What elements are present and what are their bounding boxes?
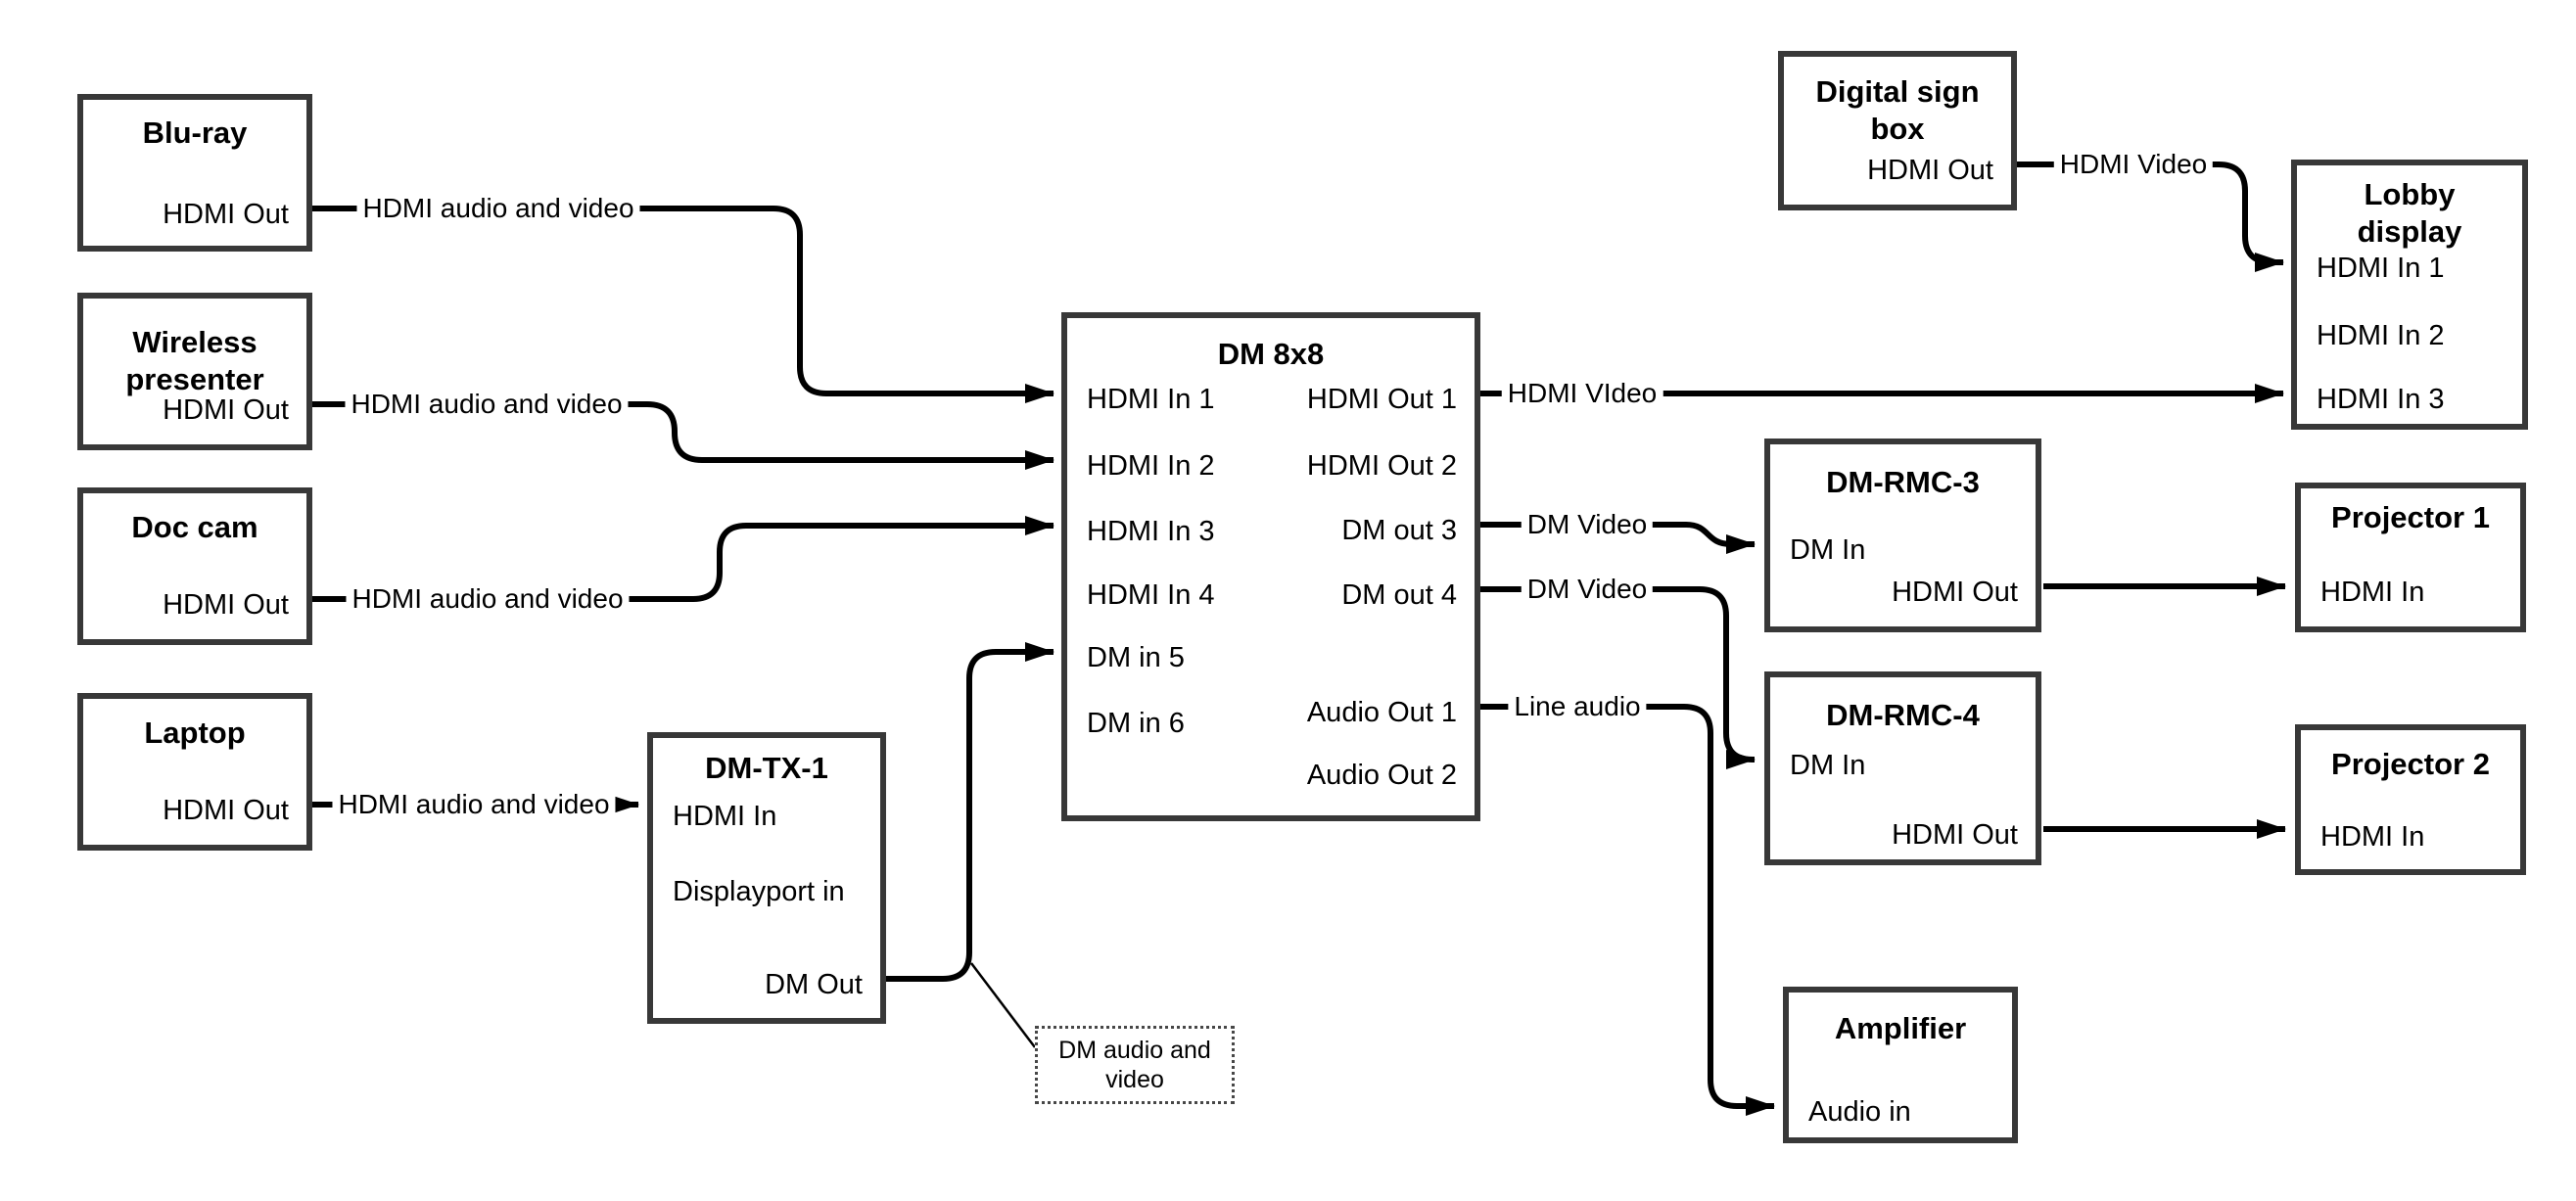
- node-title: Amplifier: [1834, 1011, 1967, 1045]
- port-audio-out-2: Audio Out 2: [1306, 760, 1457, 791]
- wire-wireless-to-dm8x8-in2: [615, 401, 1054, 470]
- port-hdmi-in: HDMI In: [2320, 577, 2425, 608]
- node-dm-rmc-4[interactable]: DM-RMC-4 DM In HDMI Out: [1764, 671, 2041, 865]
- port-dm-out: DM Out: [765, 969, 863, 1000]
- edge-label-line-audio: Line audio: [1508, 691, 1647, 722]
- wire-signbox-to-lobby-in1: [2205, 162, 2284, 272]
- node-title: DM 8x8: [1217, 337, 1325, 371]
- port-dm-in: DM In: [1790, 534, 1866, 566]
- port-dm-in-6: DM in 6: [1087, 708, 1185, 739]
- node-bluray[interactable]: Blu-ray HDMI Out: [77, 94, 312, 252]
- port-hdmi-out: HDMI Out: [163, 589, 289, 621]
- port-audio-in: Audio in: [1808, 1096, 1911, 1128]
- port-hdmi-in-3: HDMI In 3: [2317, 384, 2445, 415]
- node-title: Digital sign box: [1815, 74, 1980, 146]
- port-hdmi-out: HDMI Out: [1892, 577, 2018, 608]
- dm-av-callout-text: DM audio and video: [1058, 1037, 1211, 1093]
- edge-label-hdmi-video-sign: HDMI Video: [2053, 149, 2214, 180]
- wire-bluray-to-dm8x8-in1: [627, 206, 1054, 403]
- port-dm-in-5: DM in 5: [1087, 642, 1185, 673]
- node-digital-sign-box[interactable]: Digital sign box HDMI Out: [1778, 51, 2017, 210]
- port-dm-in: DM In: [1790, 750, 1866, 781]
- port-hdmi-out: HDMI Out: [163, 795, 289, 826]
- port-hdmi-in-2: HDMI In 2: [1087, 450, 1215, 482]
- port-hdmi-in-4: HDMI In 4: [1087, 579, 1215, 611]
- edge-label-dm-video-out3: DM Video: [1521, 509, 1654, 540]
- node-projector-2[interactable]: Projector 2 HDMI In: [2295, 724, 2526, 875]
- port-hdmi-out: HDMI Out: [163, 394, 289, 426]
- node-dm-rmc-3[interactable]: DM-RMC-3 DM In HDMI Out: [1764, 439, 2041, 632]
- node-doc-cam[interactable]: Doc cam HDMI Out: [77, 487, 312, 645]
- node-wireless-presenter[interactable]: Wireless presenter HDMI Out: [77, 293, 312, 450]
- port-hdmi-in: HDMI In: [673, 801, 777, 832]
- callout-leader-line: [970, 962, 1036, 1048]
- port-hdmi-out: HDMI Out: [163, 199, 289, 230]
- dm-av-callout-box[interactable]: DM audio and video: [1035, 1026, 1235, 1104]
- node-title: Laptop: [144, 716, 246, 750]
- edge-label-hdmi-av-wireless: HDMI audio and video: [345, 389, 629, 420]
- port-audio-out-1: Audio Out 1: [1306, 697, 1457, 728]
- node-dm-8x8[interactable]: DM 8x8 HDMI In 1 HDMI In 2 HDMI In 3 HDM…: [1061, 312, 1480, 821]
- port-hdmi-in: HDMI In: [2320, 821, 2425, 853]
- wire-out3-to-rmc3: [1645, 522, 1756, 554]
- node-title: Doc cam: [131, 510, 258, 544]
- node-title: Blu-ray: [142, 115, 248, 150]
- port-displayport-in: Displayport in: [673, 876, 845, 907]
- wire-audio1-to-amp: [1638, 704, 1775, 1116]
- port-hdmi-out-2: HDMI Out 2: [1306, 450, 1457, 482]
- node-title: Wireless presenter: [125, 325, 264, 396]
- edge-label-hdmi-av-doccam: HDMI audio and video: [346, 583, 630, 615]
- node-dm-tx-1[interactable]: DM-TX-1 HDMI In Displayport in DM Out: [647, 732, 886, 1024]
- port-hdmi-out-1: HDMI Out 1: [1306, 384, 1457, 415]
- edge-label-hdmi-video-out1: HDMI VIdeo: [1501, 378, 1663, 409]
- port-hdmi-out: HDMI Out: [1867, 155, 1993, 186]
- node-lobby-display[interactable]: Lobby display HDMI In 1 HDMI In 2 HDMI I…: [2291, 160, 2528, 430]
- node-title: Projector 2: [2331, 747, 2490, 781]
- edge-label-hdmi-av-bluray: HDMI audio and video: [356, 193, 640, 224]
- port-hdmi-in-1: HDMI In 1: [1087, 384, 1215, 415]
- node-laptop[interactable]: Laptop HDMI Out: [77, 693, 312, 851]
- node-amplifier[interactable]: Amplifier Audio in: [1783, 987, 2018, 1143]
- wire-out4-to-rmc4: [1645, 586, 1756, 769]
- port-hdmi-in-1: HDMI In 1: [2317, 253, 2445, 284]
- port-dm-out-4: DM out 4: [1341, 579, 1457, 611]
- node-title: Lobby display: [2357, 177, 2462, 249]
- node-title: Projector 1: [2331, 500, 2490, 534]
- edge-label-hdmi-av-laptop: HDMI audio and video: [332, 789, 616, 820]
- node-title: DM-RMC-4: [1826, 698, 1980, 732]
- port-hdmi-in-2: HDMI In 2: [2317, 320, 2445, 351]
- edge-label-dm-video-out4: DM Video: [1521, 574, 1654, 605]
- node-projector-1[interactable]: Projector 1 HDMI In: [2295, 483, 2526, 632]
- node-title: DM-TX-1: [705, 751, 828, 785]
- port-hdmi-out: HDMI Out: [1892, 819, 2018, 851]
- wire-doccam-to-dm8x8-in3: [616, 516, 1054, 602]
- wire-dmtx1-to-dm8x8-in5: [886, 642, 1054, 982]
- port-hdmi-in-3: HDMI In 3: [1087, 516, 1215, 547]
- node-title: DM-RMC-3: [1826, 465, 1980, 499]
- port-dm-out-3: DM out 3: [1341, 515, 1457, 546]
